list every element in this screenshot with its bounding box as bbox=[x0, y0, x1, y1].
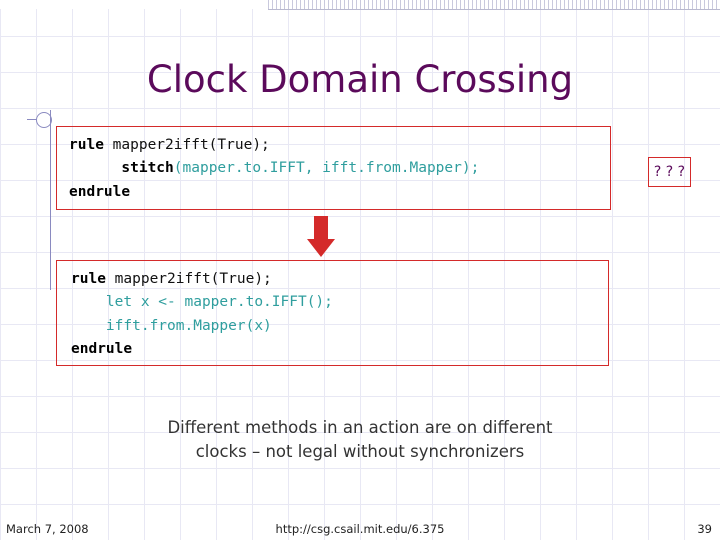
code-line: ifft.from.Mapper(x) bbox=[71, 315, 608, 338]
page-title: Clock Domain Crossing bbox=[146, 58, 574, 101]
code-text: let x <- mapper.to.IFFT(); bbox=[105, 294, 333, 311]
code-line: endrule bbox=[69, 181, 610, 204]
caption-line-2: clocks – not legal without synchronizers bbox=[195, 441, 525, 461]
caption-block: Different methods in an action are on di… bbox=[0, 416, 720, 464]
caption-line-1: Different methods in an action are on di… bbox=[167, 418, 553, 437]
left-accent-knob-icon bbox=[27, 112, 52, 128]
code-text: mapper2ifft(True); bbox=[103, 137, 270, 153]
top-banner bbox=[0, 0, 720, 10]
code-keyword-stitch: stitch bbox=[121, 160, 174, 177]
footer-date: March 7, 2008 bbox=[6, 522, 89, 536]
code-line: endrule bbox=[71, 338, 608, 361]
code-line: stitch(mapper.to.IFFT, ifft.from.Mapper)… bbox=[69, 157, 610, 180]
code-keyword-rule: rule bbox=[69, 137, 104, 153]
code-line: let x <- mapper.to.IFFT(); bbox=[71, 291, 608, 314]
code-indent bbox=[69, 160, 121, 176]
code-block-before: rule mapper2ifft(True); stitch(mapper.to… bbox=[56, 126, 611, 210]
code-indent bbox=[71, 318, 106, 334]
code-indent bbox=[71, 294, 106, 310]
code-args: (mapper.to.IFFT, ifft.from.Mapper); bbox=[173, 160, 480, 177]
code-line: rule mapper2ifft(True); bbox=[71, 268, 608, 291]
code-line: rule mapper2ifft(True); bbox=[69, 134, 610, 157]
down-arrow-icon bbox=[303, 216, 339, 258]
footer-page-number: 39 bbox=[697, 522, 712, 536]
code-keyword-endrule: endrule bbox=[69, 183, 131, 200]
question-marks-callout: ? ? ? bbox=[648, 157, 691, 187]
code-text: ifft.from.Mapper(x) bbox=[105, 317, 272, 334]
code-keyword-rule: rule bbox=[71, 271, 106, 287]
top-banner-hatch bbox=[268, 0, 720, 10]
left-accent-rule bbox=[50, 110, 51, 290]
footer-url: http://csg.csail.mit.edu/6.375 bbox=[275, 522, 445, 536]
code-text: mapper2ifft(True); bbox=[105, 271, 272, 287]
code-block-after: rule mapper2ifft(True); let x <- mapper.… bbox=[56, 260, 609, 366]
code-keyword-endrule: endrule bbox=[71, 341, 133, 358]
